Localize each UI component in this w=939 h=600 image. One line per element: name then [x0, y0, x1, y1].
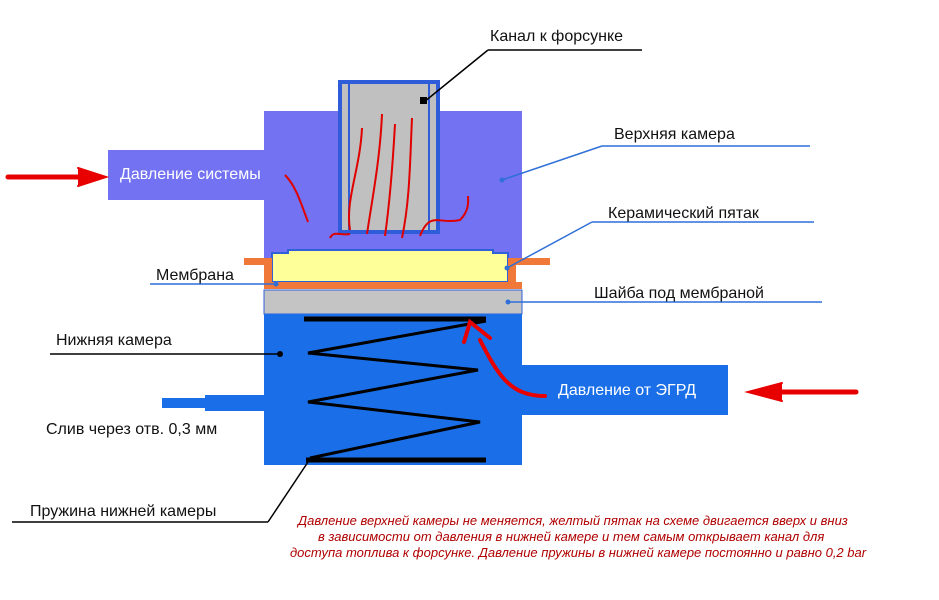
note-line-2: в зависимости от давления в нижней камер…	[318, 529, 824, 544]
pressure-arrows	[5, 167, 859, 402]
egrd-inlet	[518, 365, 728, 415]
label-system-pressure: Давление системы	[120, 166, 261, 183]
leader-lines	[12, 49, 822, 523]
washer-under-membrane	[263, 289, 523, 315]
system-pressure-inlet	[108, 150, 268, 200]
label-ceramic-disc: Керамический пятак	[608, 205, 760, 222]
label-egrd-pressure: Давление от ЭГРД	[558, 382, 696, 399]
note-line-1: Давление верхней камеры не меняется, жел…	[296, 513, 848, 528]
label-lower-chamber: Нижняя камера	[56, 332, 172, 349]
label-upper-chamber: Верхняя камера	[614, 126, 735, 143]
flow-arrows	[284, 113, 470, 239]
ceramic-disc	[271, 249, 509, 283]
note-line-3: доступа топлива к форсунке. Давление пру…	[290, 545, 867, 560]
label-channel: Канал к форсунке	[490, 28, 623, 45]
label-drain: Слив через отв. 0,3 мм	[46, 421, 217, 438]
label-spring: Пружина нижней камеры	[30, 503, 216, 520]
spring	[304, 316, 487, 463]
membrane	[244, 258, 272, 265]
label-washer: Шайба под мембраной	[594, 285, 764, 302]
label-membrane: Мембрана	[156, 267, 234, 284]
